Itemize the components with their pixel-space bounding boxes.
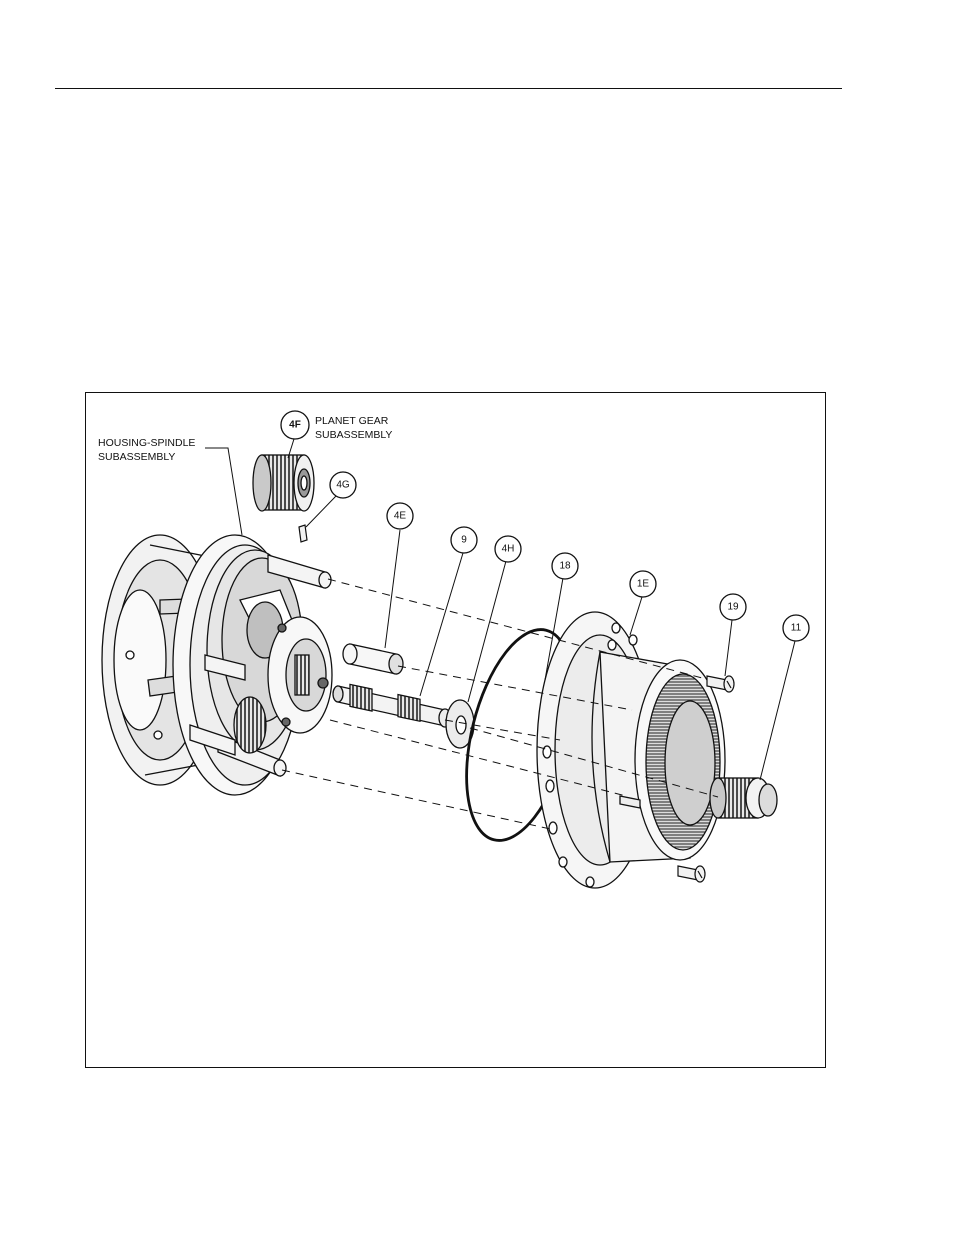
callout-9: 9 (461, 535, 467, 546)
callout-19: 19 (727, 602, 739, 613)
ring-gear-housing-1e (537, 612, 725, 888)
callout-18: 18 (559, 561, 571, 572)
planet-gear-label-line2: SUBASSEMBLY (315, 429, 392, 441)
callout-4g: 4G (336, 480, 350, 491)
housing-spindle-subassembly (102, 535, 332, 795)
pin-4g (299, 525, 307, 542)
shaft-4e (343, 644, 403, 674)
callout-4f: 4F (289, 420, 301, 431)
callout-11: 11 (791, 623, 802, 634)
callout-4h: 4H (502, 544, 515, 555)
housing-spindle-label-line2: SUBASSEMBLY (98, 451, 175, 463)
planet-gear-label-line1: PLANET GEAR (315, 415, 389, 427)
planet-gear-4f (253, 455, 314, 511)
input-gear-11 (710, 778, 777, 818)
callout-1e: 1E (637, 579, 650, 590)
callout-4e: 4E (394, 511, 407, 522)
sun-gear-shaft-9 (333, 684, 451, 727)
housing-spindle-label-line1: HOUSING-SPINDLE (98, 437, 195, 449)
